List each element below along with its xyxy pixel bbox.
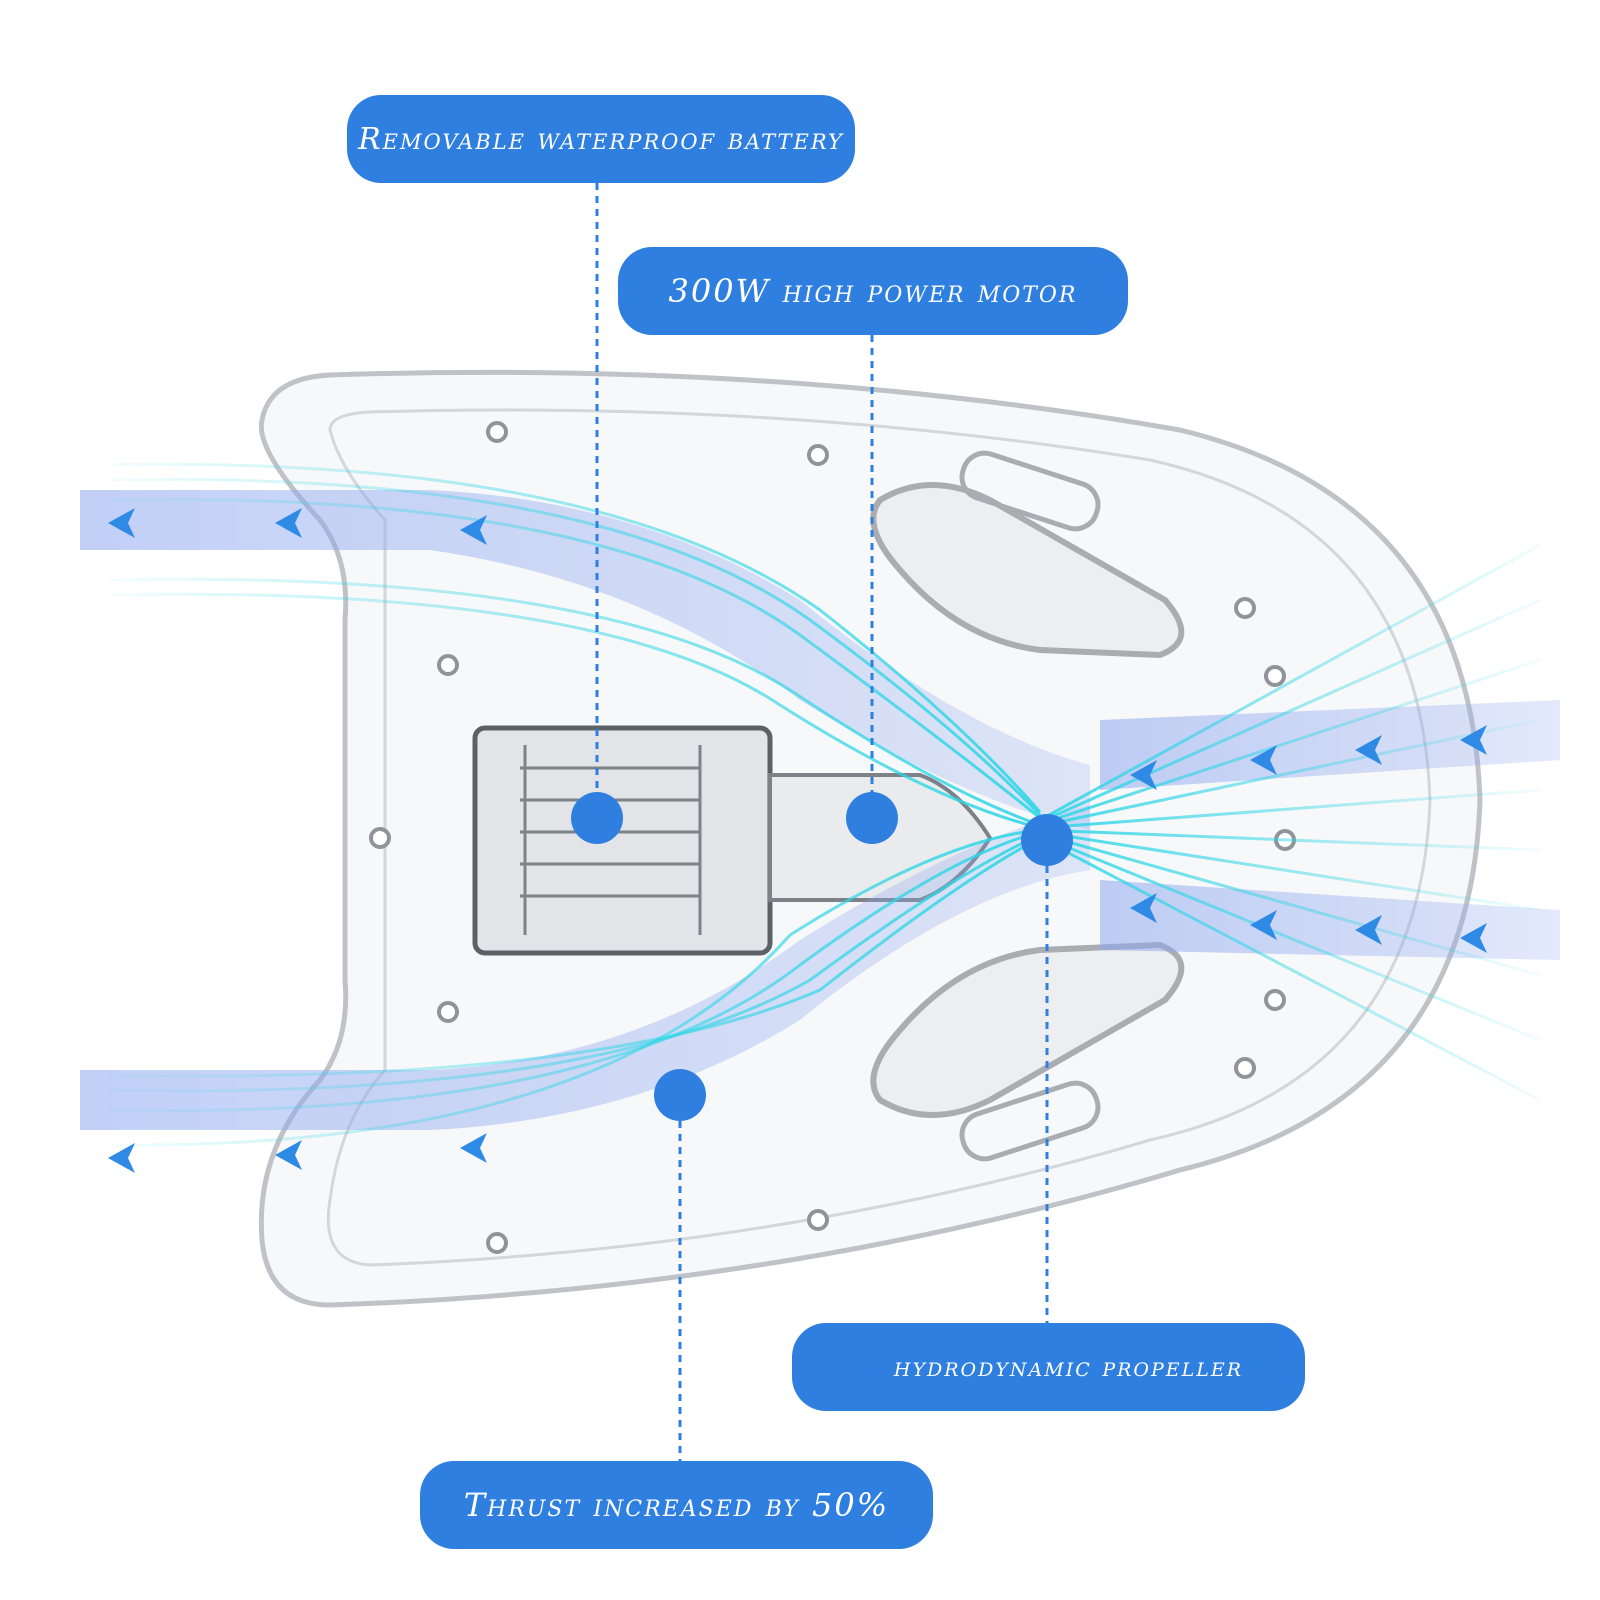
flow-arrows bbox=[108, 508, 1487, 1173]
flow-lines-exit bbox=[1039, 543, 1541, 1102]
callout-motor-text: 300W high power motor bbox=[668, 272, 1078, 310]
battery-pack bbox=[472, 725, 773, 956]
thrust-marker bbox=[654, 1069, 706, 1121]
top-handle-grip bbox=[959, 450, 1101, 532]
propeller-marker bbox=[1021, 814, 1073, 866]
flow-lines-top bbox=[109, 462, 1042, 830]
callout-battery-text: Removable waterproof battery bbox=[358, 121, 844, 157]
callout-propeller-text: hydrodynamic propeller bbox=[893, 1351, 1244, 1383]
markers bbox=[571, 792, 1073, 1121]
callout-thrust-text: Thrust increased by 50% bbox=[463, 1486, 890, 1524]
callout-propeller: hydrodynamic propeller bbox=[792, 1323, 1305, 1411]
battery-marker bbox=[571, 792, 623, 844]
water-flow bbox=[80, 462, 1560, 1173]
screws bbox=[369, 421, 1296, 1254]
bottom-handle bbox=[870, 941, 1185, 1118]
bottom-handle-grip bbox=[959, 1080, 1101, 1162]
battery-cells bbox=[520, 745, 702, 935]
callout-thrust: Thrust increased by 50% bbox=[420, 1461, 933, 1549]
motor-marker bbox=[846, 792, 898, 844]
flow-band-exit-lower bbox=[1100, 880, 1560, 960]
flow-band-top bbox=[80, 490, 1090, 830]
top-handle bbox=[870, 482, 1185, 659]
callout-battery: Removable waterproof battery bbox=[347, 95, 855, 183]
flow-lines-bottom bbox=[109, 828, 1041, 1147]
leader-lines bbox=[595, 183, 1049, 1461]
callout-motor: 300W high power motor bbox=[618, 247, 1128, 335]
